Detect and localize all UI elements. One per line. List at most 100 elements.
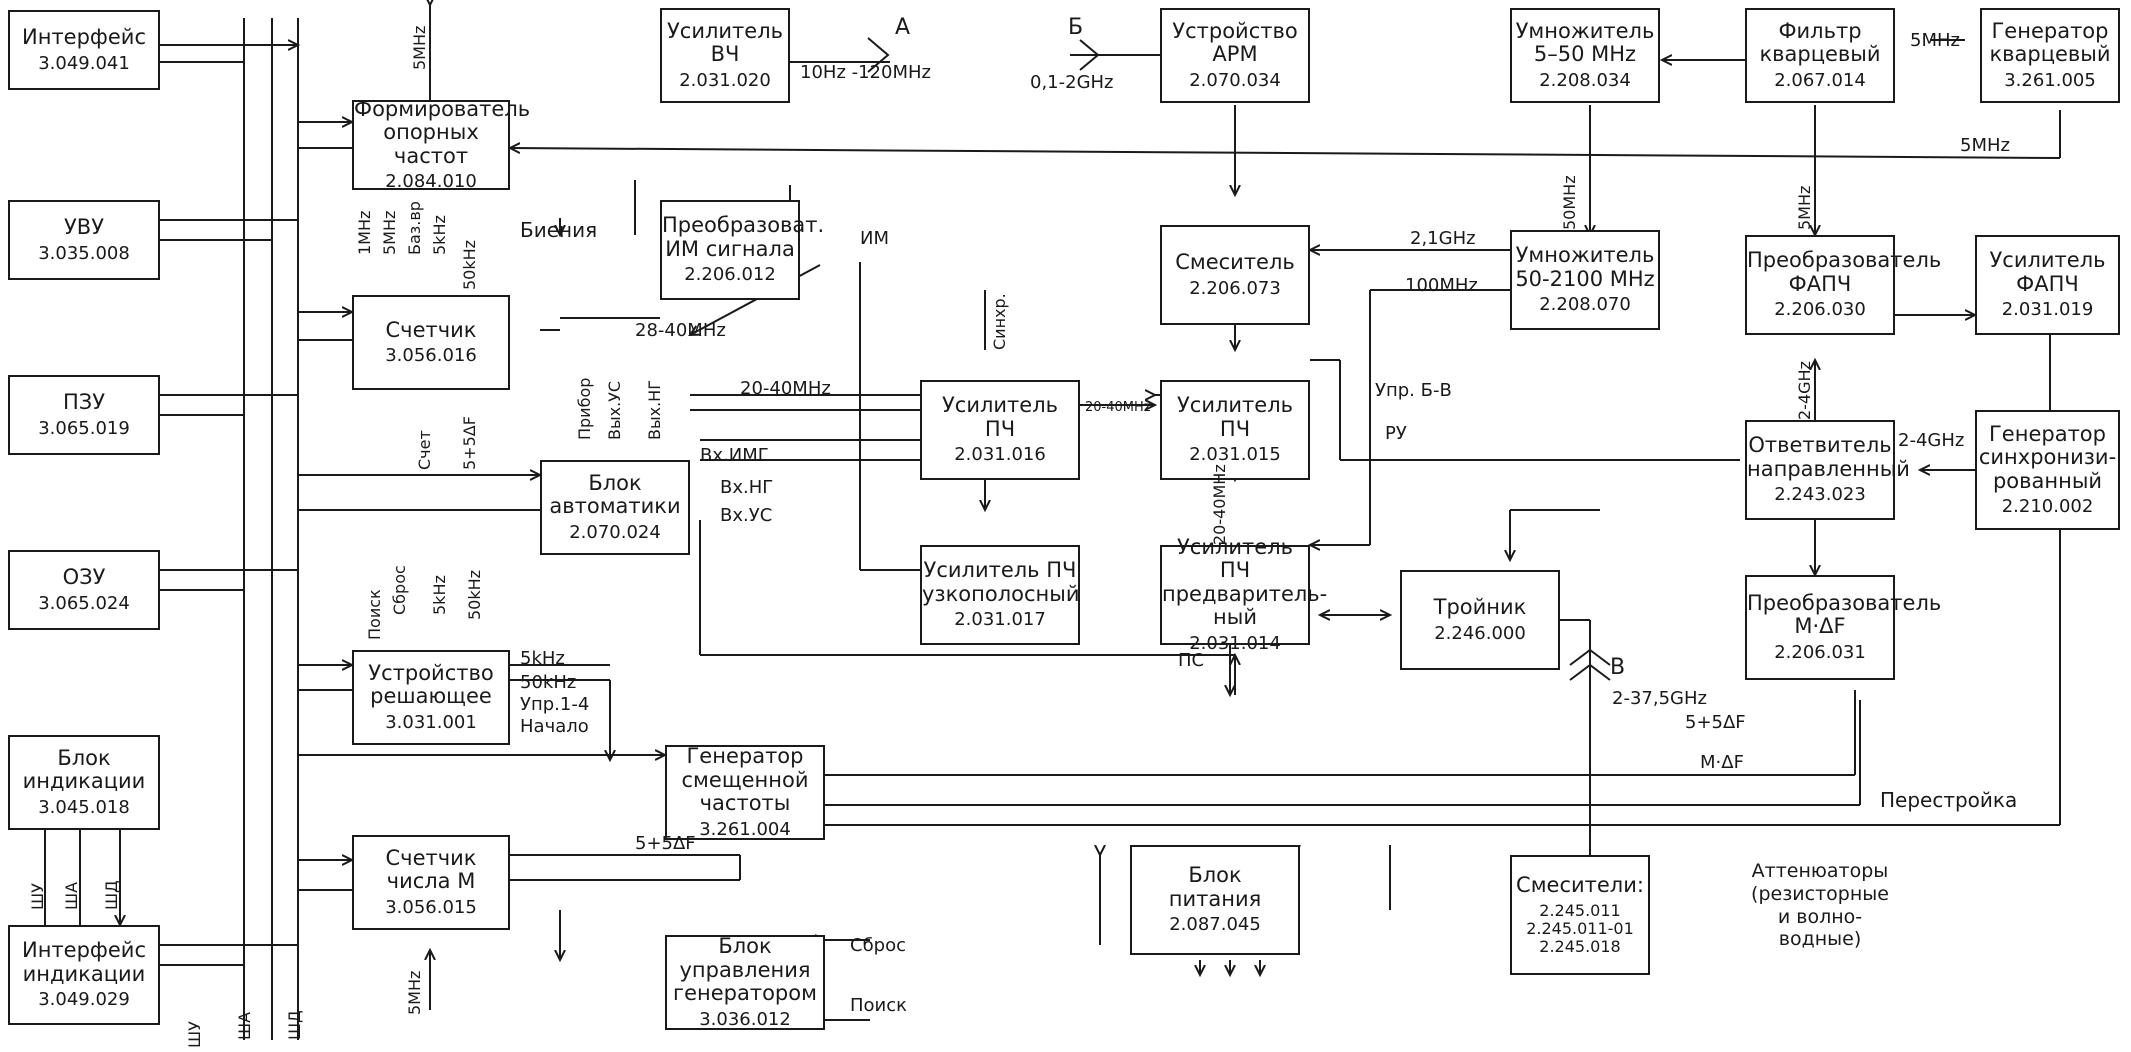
label-5-5df-b: 5+5ΔF — [635, 833, 696, 854]
block-multiplier-2: Умножитель 50-2100 MHz 2.208.070 — [1510, 230, 1660, 330]
block-title: Смесители: — [1516, 873, 1644, 898]
block-code: 3.036.012 — [699, 1008, 791, 1030]
block-title: Блок управления генератором — [673, 934, 817, 1006]
label-vx-img: Вх.ИМГ — [700, 445, 769, 466]
block-power-supply: Блок питания 2.087.045 — [1130, 845, 1300, 955]
block-title: Умножитель 50-2100 MHz — [1515, 243, 1655, 291]
block-code: 3.261.004 — [699, 818, 791, 840]
block-title: Формирователь опорных частот — [354, 96, 531, 168]
block-code: 2.070.024 — [569, 521, 661, 543]
label-2-1ghz: 2,1GHz — [1410, 228, 1476, 249]
block-code: 2.243.023 — [1774, 484, 1866, 506]
block-code: 2.087.045 — [1169, 914, 1261, 936]
block-title: Блок автоматики — [549, 470, 681, 519]
vlabel-shd-bus: ШД — [285, 1010, 304, 1040]
block-code: 2.084.010 — [385, 171, 477, 193]
input-b-freq: 0,1-2GHz — [1030, 72, 1114, 93]
vlabel-sync: Синхр. — [990, 293, 1009, 350]
block-code: 2.210.002 — [2001, 496, 2094, 518]
vlabel-20-40mhz: 20-40MHz — [1210, 464, 1229, 545]
block-title: Усилитель ПЧ предваритель- ный — [1162, 534, 1328, 630]
vlabel-50khz-f: 50kHz — [460, 239, 479, 290]
block-code: 2.067.014 — [1774, 69, 1866, 91]
input-a-freq: 10Hz -120MHz — [800, 62, 931, 83]
block-title: Устройство решающее — [368, 660, 494, 709]
block-title: УВУ — [63, 215, 104, 240]
block-title: Генератор синхронизи- рованный — [1978, 421, 2117, 493]
block-title: Усилитель ПЧ — [1176, 393, 1293, 441]
label-ru: РУ — [1385, 423, 1407, 444]
block-title: Блок питания — [1168, 863, 1262, 911]
block-title: Генератор кварцевый — [1989, 18, 2111, 67]
block-title: Преобразователь М·ΔF — [1747, 590, 1942, 639]
block-code: 2.031.020 — [679, 69, 771, 91]
block-title: Усилитель ВЧ — [666, 18, 783, 67]
block-title: Умножитель 5–50 MHz — [1515, 18, 1655, 67]
block-code: 3.065.024 — [38, 592, 130, 614]
label-5-5df: 5+5ΔF — [1685, 712, 1746, 733]
vlabel-5mhz-top: 5MHz — [410, 25, 429, 70]
block-code: 3.056.016 — [385, 345, 477, 367]
block-title: Генератор смещенной частоты — [681, 744, 809, 816]
block-code: 2.031.019 — [2001, 299, 2094, 321]
block-code: 2.070.034 — [1189, 69, 1281, 91]
label-28-40mhz: 28-40MHz — [635, 320, 726, 341]
block-title: Счетчик — [385, 317, 477, 342]
block-title: Смеситель — [1175, 250, 1295, 275]
block-code: 2.245.011 2.245.011-01 2.245.018 — [1526, 900, 1634, 956]
vlabel-5mhz-r: 5MHz — [1795, 185, 1814, 230]
vlabel-50khz-s: 50kHz — [465, 569, 484, 620]
vlabel-sha: ША — [62, 881, 81, 910]
vlabel-shu: ШУ — [28, 883, 47, 910]
vlabel-search: Поиск — [365, 589, 384, 640]
label-5mhz-line: 5MHz — [1960, 135, 2010, 156]
label-100mhz: 100MHz — [1405, 275, 1478, 296]
block-code: 2.206.073 — [1189, 277, 1281, 299]
vlabel-vyh-ng: Вых.НГ — [645, 380, 664, 440]
label-start: Начало — [520, 716, 589, 737]
vlabel-5khz-f: 5kHz — [430, 215, 449, 255]
label-reset: Сброс — [850, 935, 907, 956]
block-code: 3.049.041 — [38, 52, 130, 74]
vlabel-reset: Сброс — [390, 565, 409, 615]
block-code: 2.208.070 — [1539, 294, 1631, 316]
vlabel-5mhz-f: 5MHz — [380, 210, 399, 255]
input-v-freq: 2-37,5GHz — [1612, 688, 1707, 709]
block-title: ОЗУ — [62, 565, 106, 590]
vlabel-sha-bus: ША — [235, 1011, 254, 1040]
block-code: 3.031.001 — [385, 711, 477, 733]
vlabel-2-4ghz: 2-4GHz — [1795, 361, 1814, 420]
block-code: 3.065.019 — [38, 417, 130, 439]
label-vx-us: Вх.УС — [720, 505, 773, 526]
label-retuning: Перестройка — [1880, 788, 2018, 812]
block-code: 3.035.008 — [38, 242, 130, 264]
block-title: Тройник — [1433, 595, 1527, 620]
block-code: 3.056.015 — [385, 896, 477, 918]
block-title: Усилитель ФАПЧ — [1989, 248, 2106, 296]
vlabel-shd: ШД — [102, 880, 121, 910]
vlabel-vyh-us: Вых.УС — [605, 380, 624, 440]
block-title: Счетчик числа М — [385, 845, 477, 894]
vlabel-count: Счет — [415, 430, 434, 470]
